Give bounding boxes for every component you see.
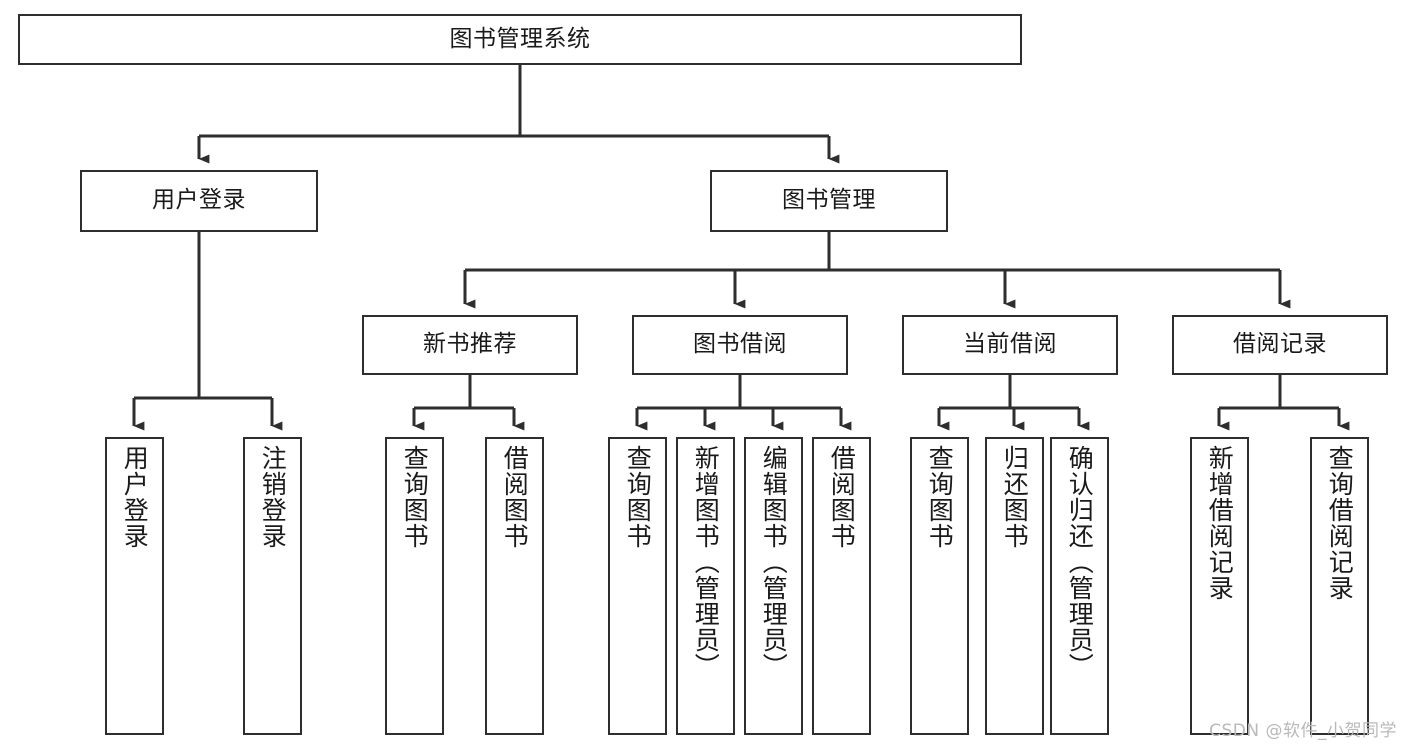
- connector-c-book-borrow: [635, 375, 852, 431]
- node-borrow-record[interactable]: 借阅记录: [1172, 315, 1388, 375]
- connector-c-user-login: [132, 232, 283, 431]
- node-leaf-return-book[interactable]: 归还图书: [985, 437, 1044, 735]
- node-label: 注销登录: [258, 445, 288, 549]
- node-leaf-edit-book[interactable]: 编辑图书（管理员）: [744, 437, 803, 735]
- node-label: 查询借阅记录: [1325, 445, 1355, 601]
- node-leaf-query-book-rec[interactable]: 查询图书: [385, 437, 444, 735]
- edges: [132, 65, 1350, 431]
- node-label: 图书管理系统: [449, 25, 591, 52]
- node-label: 借阅图书: [827, 445, 857, 549]
- node-label: 借阅记录: [1233, 331, 1327, 358]
- node-leaf-query-book-cur[interactable]: 查询图书: [910, 437, 969, 735]
- node-label: 查询图书: [400, 445, 430, 549]
- node-root[interactable]: 图书管理系统: [18, 14, 1022, 65]
- node-new-book-rec[interactable]: 新书推荐: [362, 315, 578, 375]
- node-book-borrow[interactable]: 图书借阅: [632, 315, 848, 375]
- node-label: 借阅图书: [500, 445, 530, 549]
- node-leaf-borrow-book-rec[interactable]: 借阅图书: [485, 437, 544, 735]
- node-leaf-query-record[interactable]: 查询借阅记录: [1310, 437, 1369, 735]
- node-book-manage[interactable]: 图书管理: [710, 170, 948, 232]
- node-label: 用户登录: [120, 445, 150, 549]
- node-leaf-logout[interactable]: 注销登录: [243, 437, 302, 735]
- connector-c-borrow-record: [1217, 375, 1350, 431]
- node-label: 新书推荐: [423, 331, 517, 358]
- node-leaf-user-login[interactable]: 用户登录: [105, 437, 164, 735]
- node-label: 确认归还（管理员）: [1065, 445, 1095, 679]
- connector-c-current-borrow: [937, 375, 1090, 431]
- connector-c-new-book-rec: [412, 375, 525, 431]
- node-label: 图书管理: [782, 187, 876, 214]
- node-label: 编辑图书（管理员）: [759, 445, 789, 679]
- node-label: 用户登录: [152, 187, 246, 214]
- node-leaf-borrow-book[interactable]: 借阅图书: [812, 437, 871, 735]
- node-label: 图书借阅: [693, 331, 787, 358]
- node-leaf-add-record[interactable]: 新增借阅记录: [1190, 437, 1249, 735]
- node-leaf-confirm-return[interactable]: 确认归还（管理员）: [1050, 437, 1109, 735]
- node-label: 新增借阅记录: [1205, 445, 1235, 601]
- node-label: 查询图书: [925, 445, 955, 549]
- connector-c-book-manage: [463, 232, 1291, 309]
- node-user-login[interactable]: 用户登录: [80, 170, 318, 232]
- node-label: 当前借阅: [963, 331, 1057, 358]
- node-leaf-add-book[interactable]: 新增图书（管理员）: [676, 437, 735, 735]
- watermark: CSDN @软件_小贺同学: [1209, 721, 1397, 741]
- node-current-borrow[interactable]: 当前借阅: [902, 315, 1118, 375]
- node-leaf-query-book-borrow[interactable]: 查询图书: [608, 437, 667, 735]
- connector-c-root: [197, 65, 840, 164]
- node-label: 归还图书: [1000, 445, 1030, 549]
- node-label: 查询图书: [623, 445, 653, 549]
- node-label: 新增图书（管理员）: [691, 445, 721, 679]
